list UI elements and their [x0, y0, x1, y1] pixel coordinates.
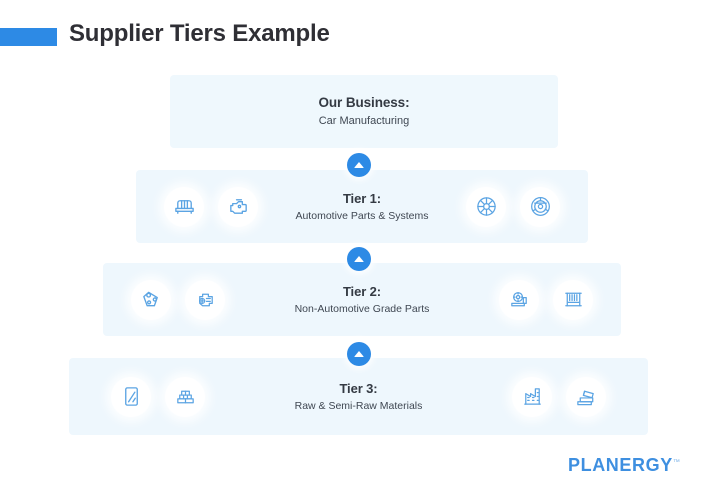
arrow-up-icon	[354, 256, 364, 262]
row-tier1-icons-right	[466, 170, 560, 243]
metal-sheet-icon	[566, 376, 606, 417]
row-tier1-icons-left	[164, 170, 258, 243]
row-tier3-text: Tier 3: Raw & Semi-Raw Materials	[295, 380, 423, 414]
row-business-text: Our Business: Car Manufacturing	[319, 94, 410, 129]
row-tier3-icons-right	[512, 358, 606, 435]
brick-stack-icon	[165, 376, 205, 417]
engine-block-icon	[185, 279, 225, 320]
connector-arrow-up-icon-2	[347, 247, 371, 271]
row-tier2-icons-left	[131, 263, 225, 336]
glass-pane-icon	[111, 376, 151, 417]
row-tier2-text: Tier 2: Non-Automotive Grade Parts	[295, 283, 430, 317]
row-business-title: Our Business:	[318, 94, 410, 110]
row-business-subtitle: Car Manufacturing	[318, 115, 410, 128]
pyramid-row-business: Our Business: Car Manufacturing	[170, 75, 558, 148]
timing-belt-icon	[131, 279, 171, 320]
row-tier2-icons-right	[499, 263, 593, 336]
row-tier2-subtitle: Non-Automotive Grade Parts	[294, 303, 430, 316]
logo-trademark: ™	[672, 459, 680, 466]
gear-machine-icon	[499, 279, 539, 320]
factory-icon	[512, 376, 552, 417]
car-engine-icon	[218, 186, 258, 227]
row-tier2-title: Tier 2:	[342, 283, 382, 299]
row-tier1-text: Tier 1: Automotive Parts & Systems	[295, 190, 428, 224]
wheel-rim-icon	[466, 186, 506, 227]
row-tier1-subtitle: Automotive Parts & Systems	[295, 210, 429, 223]
page-title: Supplier Tiers Example	[69, 20, 330, 47]
pyramid-row-tier2: Tier 2: Non-Automotive Grade Parts	[103, 263, 621, 336]
arrow-up-icon	[354, 351, 364, 357]
pyramid-row-tier1: Tier 1: Automotive Parts & Systems	[136, 170, 588, 243]
connector-arrow-up-icon-1	[347, 153, 371, 177]
planergy-logo: PLANERGY™	[568, 455, 680, 476]
industrial-roller-icon	[553, 279, 593, 320]
car-seat-icon	[164, 186, 204, 227]
title-accent-bar	[0, 28, 57, 46]
row-tier3-subtitle: Raw & Semi-Raw Materials	[294, 400, 423, 413]
page-header: Supplier Tiers Example	[0, 20, 720, 58]
arrow-up-icon	[354, 162, 364, 168]
row-tier3-icons-left	[111, 358, 205, 435]
steering-wheel-icon	[520, 186, 560, 227]
row-tier1-title: Tier 1:	[342, 190, 382, 206]
row-tier3-title: Tier 3:	[339, 380, 378, 396]
pyramid-row-tier3: Tier 3: Raw & Semi-Raw Materials	[69, 358, 648, 435]
logo-text: PLANERGY	[568, 455, 673, 475]
connector-arrow-up-icon-3	[347, 342, 371, 366]
